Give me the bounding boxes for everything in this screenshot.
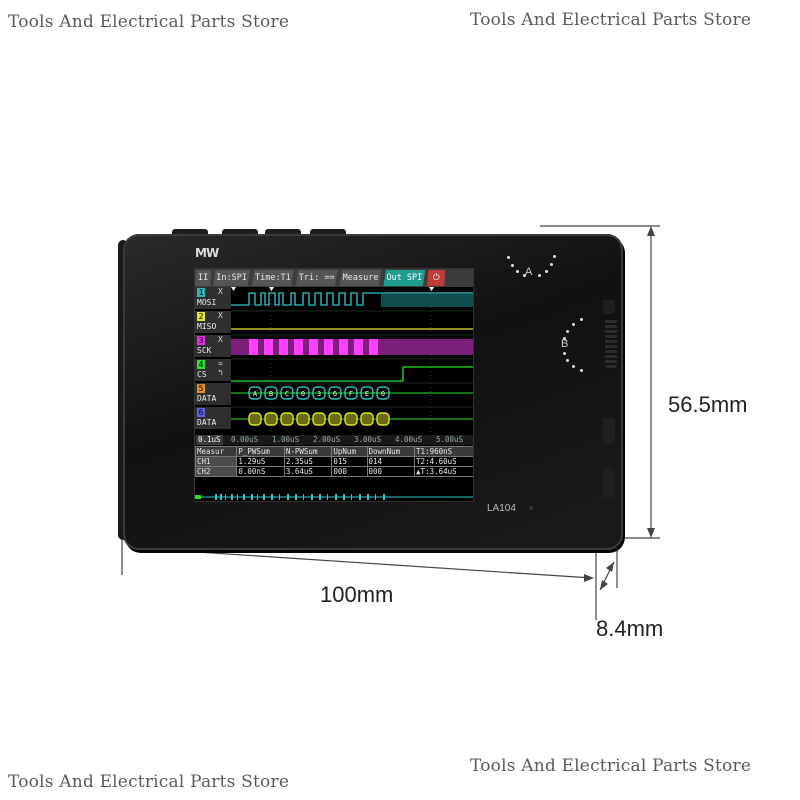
knob-b-label: B	[561, 338, 569, 350]
decoded-byte-5: 3	[317, 390, 321, 398]
decoded-byte-6: 6	[333, 390, 337, 398]
height-dimension-label: 56.5mm	[668, 392, 748, 417]
channel-4-label[interactable]: 4 = ↰ CS	[195, 359, 231, 382]
decoded-byte-2: B	[269, 390, 273, 398]
decoded-byte-8: E	[365, 390, 369, 398]
overview-waveform	[195, 494, 473, 500]
channel-6-label[interactable]: 6 DATA	[195, 407, 231, 430]
channel-1-label[interactable]: 1 X MOSI	[195, 287, 231, 310]
usb-port	[603, 468, 615, 498]
top-button-3[interactable]	[265, 229, 301, 237]
channel-5-label[interactable]: 5 DATA	[195, 383, 231, 406]
channel-3-label[interactable]: 3 X SCK	[195, 335, 231, 358]
trigger-tab[interactable]: Tri: ==	[295, 270, 338, 286]
watermark-top-left: Tools And Electrical Parts Store	[8, 12, 290, 32]
table-header-row: Measur P_PWSum N-PWSum UpNum DownNum T1:…	[195, 446, 473, 457]
top-button-2[interactable]	[222, 229, 258, 237]
waveform-area: A B C 0 3 6 F E 0	[231, 287, 473, 435]
ch6-decoded-bytes	[248, 412, 390, 426]
side-button-lower[interactable]	[603, 418, 615, 444]
screen-top-bar: II In:SPI Time:T1 Tri: == Measure Out SP…	[195, 269, 473, 287]
ch1-waveform	[231, 292, 473, 306]
top-button-4[interactable]	[310, 229, 346, 237]
knob-a-label: A	[525, 266, 533, 278]
device-screen: II In:SPI Time:T1 Tri: == Measure Out SP…	[194, 268, 474, 502]
side-button-upper[interactable]	[603, 300, 615, 314]
power-icon[interactable]: ⏻	[427, 270, 446, 286]
watermark-bottom-right: Tools And Electrical Parts Store	[470, 756, 752, 776]
decoded-byte-4: 0	[301, 390, 305, 398]
depth-dimension-label: 8.4mm	[596, 616, 664, 641]
table-row: CH1 1.29uS 2.35uS 015 014 T2:4.60uS	[195, 456, 473, 467]
table-row: CH2 0.00nS 3.64uS 000 000 ▲T:3.64uS	[195, 466, 473, 477]
width-dimension-label: 100mm	[320, 582, 394, 607]
ch4-waveform	[231, 366, 473, 382]
top-button-1[interactable]	[172, 229, 208, 237]
measure-tab[interactable]: Measure	[339, 270, 382, 286]
watermark-top-right: Tools And Electrical Parts Store	[470, 10, 752, 30]
brand-logo: MW	[195, 246, 219, 260]
decoded-byte-9: 0	[381, 390, 385, 398]
side-scroll-wheel[interactable]	[605, 318, 617, 368]
time-tab[interactable]: Time:T1	[251, 270, 294, 286]
input-mode-tab[interactable]: In:SPI	[213, 270, 250, 286]
status-led	[529, 506, 533, 510]
watermark-bottom-left: Tools And Electrical Parts Store	[8, 772, 290, 792]
ch5-decoded-bytes	[248, 386, 390, 400]
output-mode-tab[interactable]: Out SPI	[383, 270, 426, 286]
time-scale: 0.1uS 0.00uS 1.00uS 2.00uS 3.00uS 4.00uS…	[195, 435, 473, 445]
channel-2-label[interactable]: 2 X MISO	[195, 311, 231, 334]
decoded-byte-1: A	[253, 390, 258, 398]
model-label: LA104	[487, 503, 516, 514]
decoded-byte-3: C	[285, 390, 289, 398]
measurement-table: Measur P_PWSum N-PWSum UpNum DownNum T1:…	[195, 446, 473, 477]
pause-tab[interactable]: II	[195, 270, 212, 286]
decoded-byte-7: F	[349, 390, 353, 398]
ch3-clock-pulses	[249, 339, 378, 355]
